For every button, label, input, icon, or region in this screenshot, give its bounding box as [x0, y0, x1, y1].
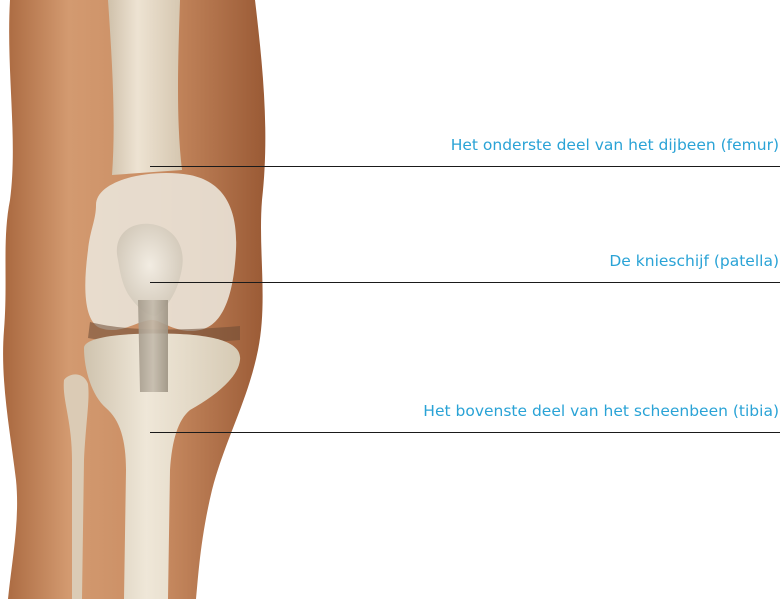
femur-shaft	[108, 0, 182, 175]
femur-label: Het onderste deel van het dijbeen (femur…	[451, 136, 779, 154]
tibia-label: Het bovenste deel van het scheenbeen (ti…	[423, 402, 779, 420]
knee-illustration	[0, 0, 300, 599]
femur-leader-line	[150, 166, 780, 167]
patella-label: De knieschijf (patella)	[609, 252, 779, 270]
tibia-leader-line	[150, 432, 780, 433]
patella-leader-line	[150, 282, 780, 283]
patellar-tendon	[138, 300, 168, 392]
